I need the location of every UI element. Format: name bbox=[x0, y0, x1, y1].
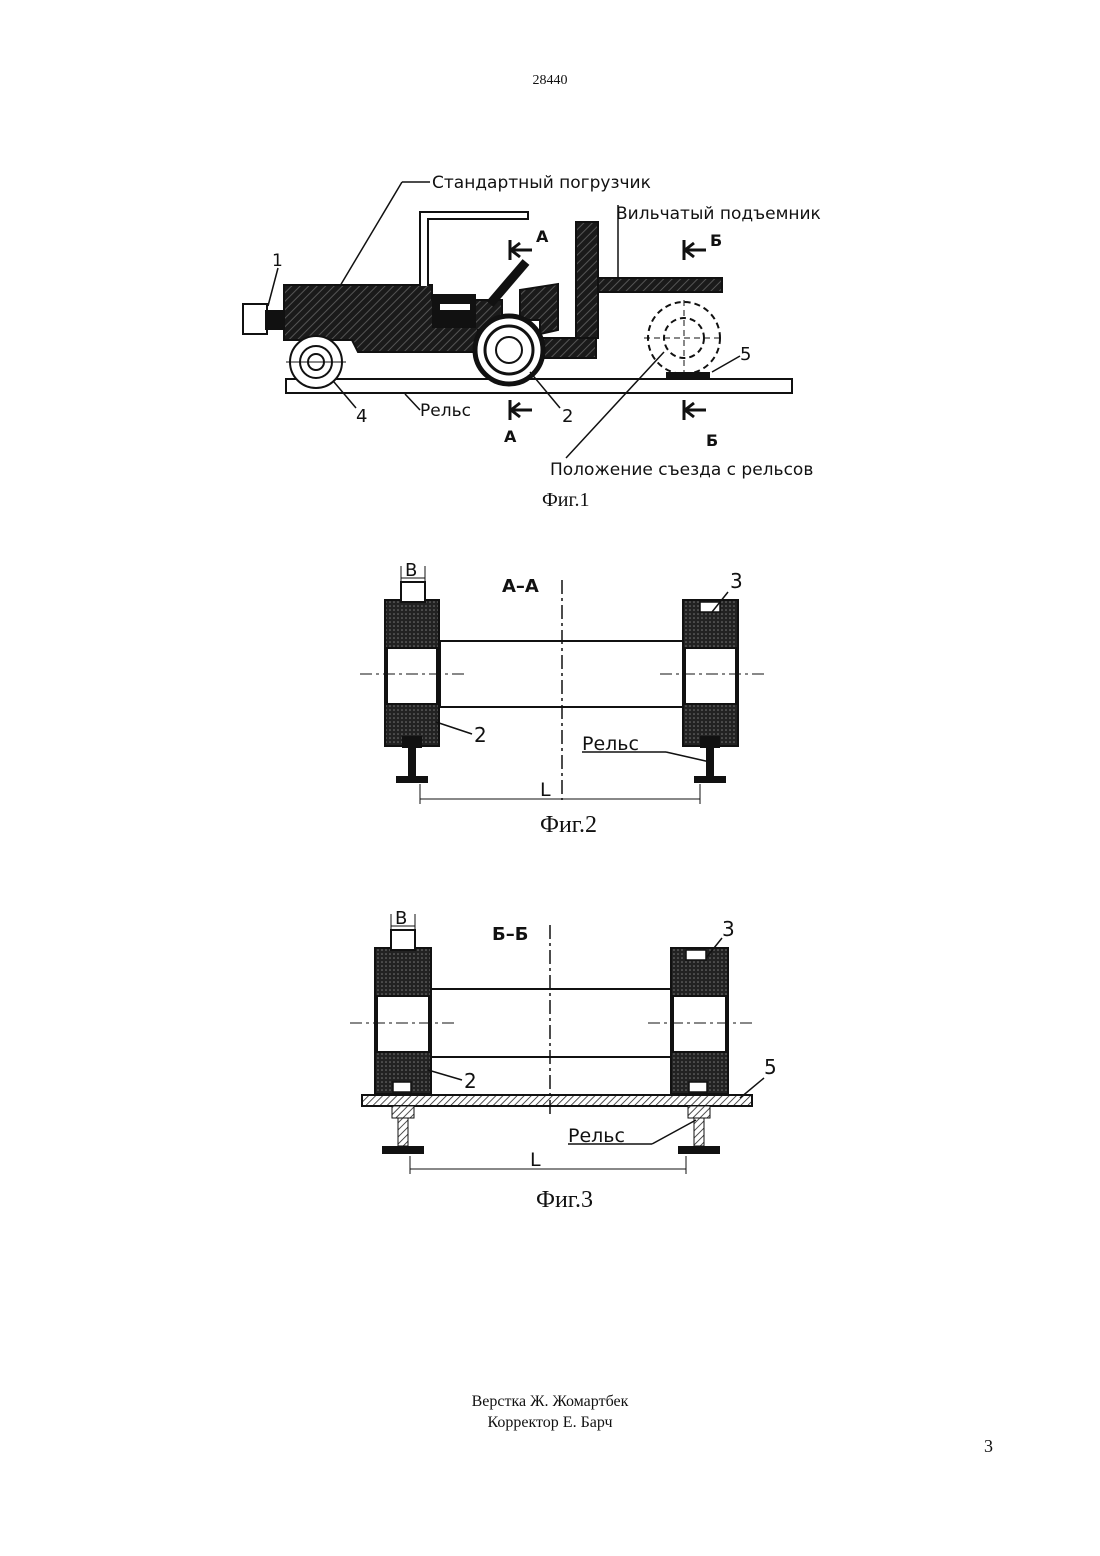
label-l: L bbox=[530, 1149, 541, 1171]
derail-wheel bbox=[644, 300, 724, 378]
label-derail-position: Положение съезда с рельсов bbox=[550, 460, 813, 480]
plate-5 bbox=[666, 372, 710, 378]
wheel-left bbox=[385, 582, 439, 746]
rail-beam bbox=[286, 379, 792, 393]
label-sec-a-top: А bbox=[536, 227, 549, 246]
page-number: 3 bbox=[984, 1436, 993, 1457]
credit-corrector: Корректор Е. Барч bbox=[0, 1412, 1100, 1433]
label-2: 2 bbox=[464, 1069, 477, 1093]
section-title-aa: А–А bbox=[502, 576, 539, 597]
section-title-bb: Б–Б bbox=[492, 924, 528, 945]
front-wheel-2 bbox=[475, 316, 543, 384]
label-3: 3 bbox=[722, 917, 735, 941]
label-l: L bbox=[540, 779, 551, 801]
label-sec-b-bot: Б bbox=[706, 431, 718, 450]
figure-2-caption: Фиг.2 bbox=[540, 812, 597, 838]
label-5: 5 bbox=[764, 1055, 777, 1079]
attachment-block-1 bbox=[243, 304, 267, 334]
figure-1-caption: Фиг.1 bbox=[542, 489, 589, 511]
label-rail: Рельс bbox=[582, 733, 639, 755]
fork-mast bbox=[576, 222, 598, 338]
label-sec-b-top: Б bbox=[710, 231, 722, 250]
figure-3-section-bb: B Б–Б 3 2 5 Рельс L Фиг.3 bbox=[0, 900, 1100, 1220]
label-4: 4 bbox=[356, 406, 367, 427]
label-5: 5 bbox=[740, 344, 751, 365]
wheel-right bbox=[671, 948, 728, 1094]
wheel-left bbox=[375, 930, 431, 1094]
label-rail: Рельс bbox=[420, 401, 471, 421]
label-b: B bbox=[395, 908, 407, 929]
label-1: 1 bbox=[272, 251, 283, 271]
plate-5 bbox=[362, 1095, 752, 1106]
figure-2-section-aa: B А–А 3 2 Рельс L Фиг.2 bbox=[0, 555, 1100, 845]
label-sec-a-bot: А bbox=[504, 427, 517, 446]
label-b: B bbox=[405, 560, 417, 581]
axle bbox=[440, 641, 686, 707]
rail-profile-left bbox=[382, 1106, 424, 1154]
label-standard-loader: Стандартный погрузчик bbox=[432, 173, 651, 193]
label-3: 3 bbox=[730, 569, 743, 593]
rail-profile-right bbox=[678, 1106, 720, 1154]
axle bbox=[430, 989, 674, 1057]
label-2: 2 bbox=[562, 406, 573, 427]
figure-1-loader-diagram: Стандартный погрузчик Вильчатый подъемни… bbox=[0, 0, 1100, 530]
figure-3-caption: Фиг.3 bbox=[536, 1187, 593, 1213]
fork-arm bbox=[598, 278, 722, 292]
label-rail: Рельс bbox=[568, 1125, 625, 1147]
label-2: 2 bbox=[474, 723, 487, 747]
credits: Верстка Ж. Жомартбек Корректор Е. Барч bbox=[0, 1391, 1100, 1433]
wheel-right bbox=[683, 600, 738, 746]
label-fork-lift: Вильчатый подъемник bbox=[616, 204, 821, 224]
credit-layout: Верстка Ж. Жомартбек bbox=[0, 1391, 1100, 1412]
